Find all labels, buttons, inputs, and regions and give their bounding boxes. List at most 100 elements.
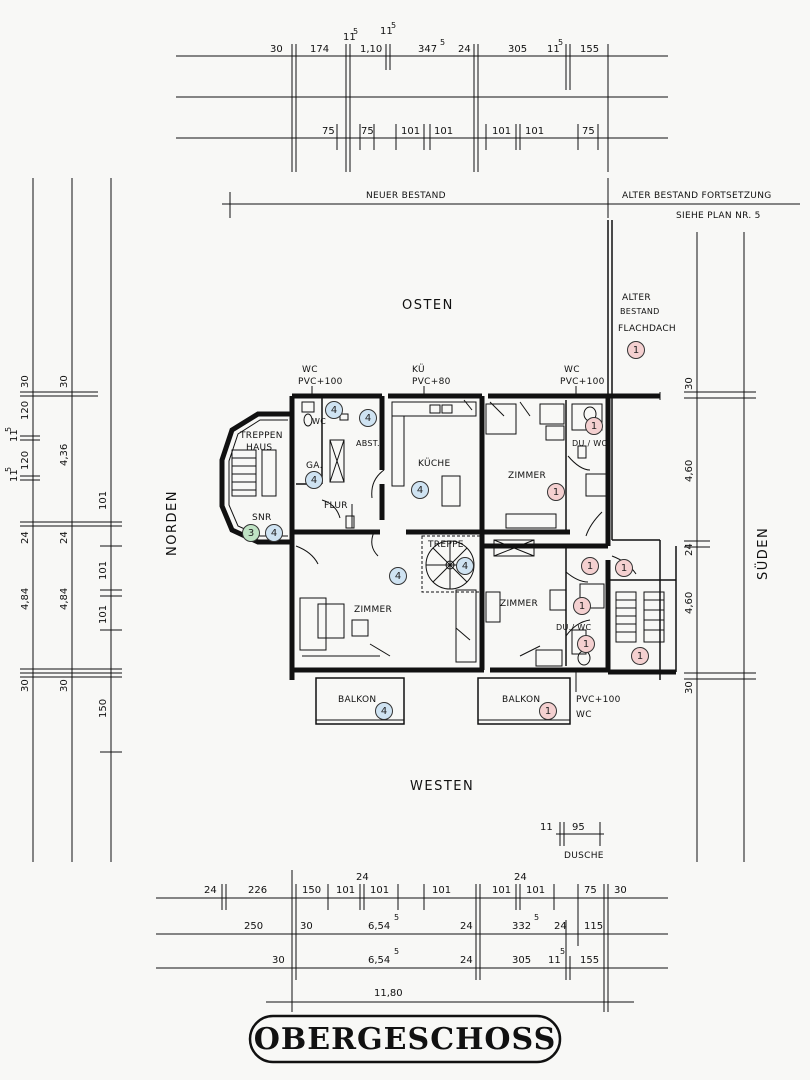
bottom-dim-row-3: 30 6,54 5 24 305 11 5 155 (272, 947, 599, 966)
svg-text:101: 101 (98, 605, 109, 624)
left-dim-col-3: 101 101 101 150 (98, 491, 109, 718)
marker-number: 1 (637, 651, 643, 662)
svg-text:WC: WC (302, 365, 318, 375)
svg-text:WC: WC (576, 710, 592, 720)
marker-circle (305, 471, 323, 489)
svg-text:155: 155 (580, 44, 599, 55)
marker-circle (265, 524, 283, 542)
marker-number: 3 (248, 528, 254, 539)
svg-text:5: 5 (4, 467, 13, 472)
alter-bestand-note: ALTER BESTAND FLACHDACH (618, 293, 676, 334)
marker-number: 4 (417, 485, 423, 496)
svg-text:ALTER: ALTER (622, 293, 651, 303)
svg-text:PVC+80: PVC+80 (412, 377, 451, 387)
svg-text:24: 24 (514, 872, 527, 883)
left-dim-col-2: 30 4,36 24 4,84 30 (59, 375, 70, 692)
room-label-ga: GA. (306, 461, 323, 471)
marker-circle (411, 481, 429, 499)
svg-text:30: 30 (300, 921, 313, 932)
svg-text:30: 30 (20, 679, 31, 692)
marker-circle (242, 524, 260, 542)
marker-circle (547, 483, 565, 501)
marker-number: 1 (579, 601, 585, 612)
total-width-label: 11,80 (374, 988, 403, 999)
room-label-abst: ABST. (356, 439, 380, 448)
svg-text:30: 30 (614, 885, 627, 896)
svg-text:250: 250 (244, 921, 263, 932)
svg-text:11: 11 (9, 429, 20, 442)
marker-number: 4 (381, 706, 387, 717)
svg-text:24: 24 (59, 531, 70, 544)
svg-text:30: 30 (684, 681, 695, 694)
marker-number: 1 (553, 487, 559, 498)
svg-text:FLACHDACH: FLACHDACH (618, 324, 676, 334)
spiral-stair (421, 535, 481, 593)
svg-text:30: 30 (684, 377, 695, 390)
shower-dimension: 11 95 DUSCHE (540, 822, 604, 861)
fixture-annotations: WC PVC+100 KÜ PVC+80 WC PVC+100 PVC+100 … (298, 364, 620, 720)
compass-labels: OSTEN WESTEN NORDEN SÜDEN (165, 298, 771, 794)
svg-text:150: 150 (302, 885, 321, 896)
room-label-zimmer-sw: ZIMMER (354, 605, 392, 615)
bestand-header: NEUER BESTAND ALTER BESTAND FORTSETZUNG … (222, 178, 800, 221)
svg-text:6,54: 6,54 (368, 921, 390, 932)
svg-text:KÜ: KÜ (412, 364, 425, 375)
svg-text:226: 226 (248, 885, 267, 896)
marker-circle (627, 341, 645, 359)
svg-text:24: 24 (684, 543, 695, 556)
sueden-label: SÜDEN (754, 527, 771, 580)
svg-text:101: 101 (370, 885, 389, 896)
svg-text:24: 24 (204, 885, 217, 896)
siehe-plan-label: SIEHE PLAN NR. 5 (676, 211, 761, 221)
marker-circle (375, 702, 393, 720)
svg-text:75: 75 (322, 126, 335, 137)
svg-text:4,84: 4,84 (20, 588, 31, 610)
marker-circle (359, 409, 377, 427)
osten-label: OSTEN (402, 298, 454, 313)
svg-text:75: 75 (361, 126, 374, 137)
bottom-dimension-lines: 24 226 150 101 24 101 101 101 24 101 75 … (156, 870, 668, 1012)
svg-text:95: 95 (572, 822, 585, 833)
svg-text:305: 305 (512, 955, 531, 966)
svg-text:11: 11 (9, 469, 20, 482)
marker-circle (456, 557, 474, 575)
room-label-du-wc-bottom: DU./ WC (556, 623, 592, 632)
svg-text:5: 5 (560, 947, 565, 956)
left-dim-col-1: 30 120 11 5 120 11 5 24 4,84 30 (4, 375, 31, 692)
room-label-zimmer-se: ZIMMER (500, 599, 538, 609)
svg-text:11: 11 (540, 822, 553, 833)
plan-title: OBERGESCHOSS (248, 1014, 562, 1064)
svg-text:5: 5 (353, 27, 358, 36)
room-label-snr: SNR (252, 513, 272, 523)
svg-text:24: 24 (460, 955, 473, 966)
marker-circle (573, 597, 591, 615)
svg-text:PVC+100: PVC+100 (298, 377, 343, 387)
svg-text:24: 24 (356, 872, 369, 883)
svg-text:24: 24 (20, 531, 31, 544)
marker-number: 1 (587, 561, 593, 572)
svg-text:PVC+100: PVC+100 (560, 377, 605, 387)
marker-circle (615, 559, 633, 577)
room-label-balkon-right: BALKON (502, 695, 540, 705)
svg-text:BESTAND: BESTAND (620, 307, 660, 316)
svg-text:11: 11 (380, 26, 393, 37)
marker-circle (325, 401, 343, 419)
svg-text:101: 101 (526, 885, 545, 896)
svg-text:1,10: 1,10 (360, 44, 382, 55)
room-label-flur: FLUR (324, 501, 348, 511)
marker-circle (389, 567, 407, 585)
svg-text:101: 101 (401, 126, 420, 137)
marker-number: 1 (545, 706, 551, 717)
svg-text:332: 332 (512, 921, 531, 932)
dusche-label: DUSCHE (564, 851, 604, 861)
svg-text:101: 101 (492, 885, 511, 896)
svg-text:5: 5 (534, 913, 539, 922)
svg-text:24: 24 (460, 921, 473, 932)
marker-number: 1 (591, 421, 597, 432)
room-label-balkon-left: BALKON (338, 695, 376, 705)
svg-text:4,84: 4,84 (59, 588, 70, 610)
svg-text:101: 101 (98, 561, 109, 580)
svg-text:120: 120 (20, 401, 31, 420)
marker-number: 4 (271, 528, 277, 539)
